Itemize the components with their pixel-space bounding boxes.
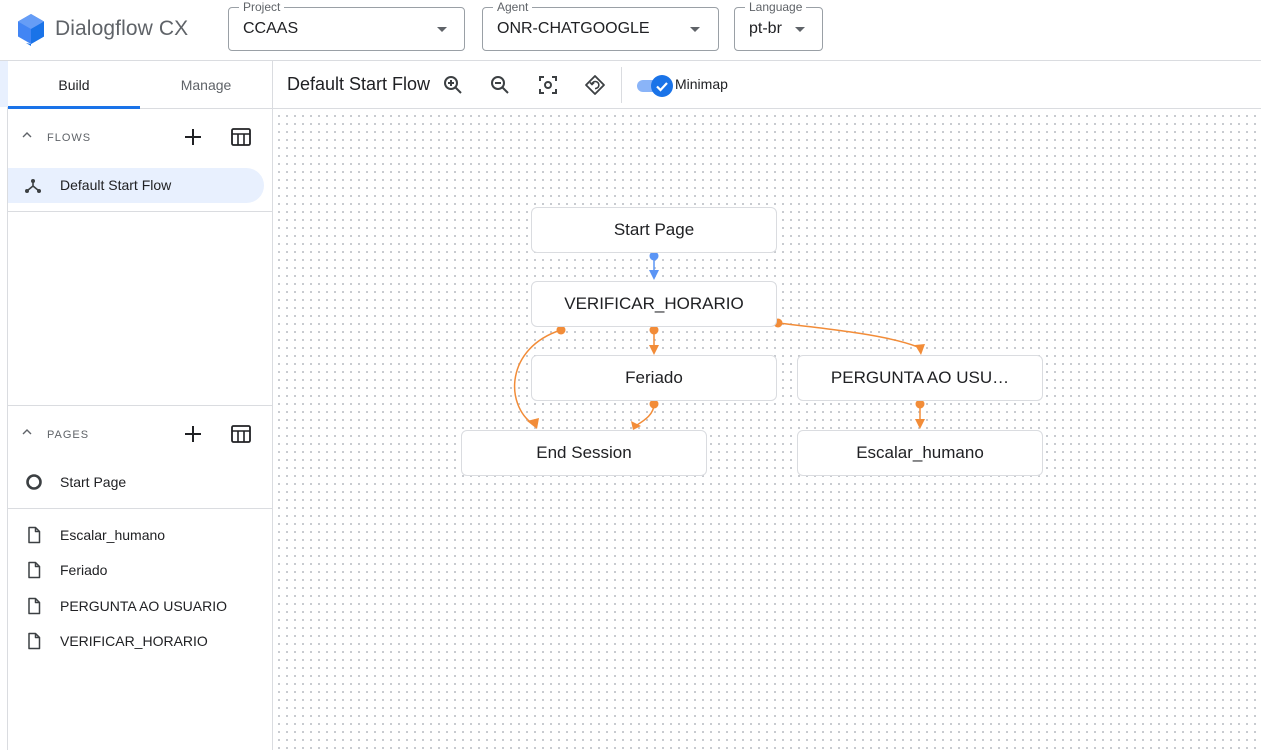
flow-node-end-session[interactable]: End Session	[461, 430, 707, 476]
page-document-icon	[28, 526, 41, 544]
tab-manage[interactable]: Manage	[180, 77, 232, 93]
project-value: CCAAS	[243, 20, 299, 37]
sidebar-item-start-page[interactable]: Start Page	[8, 464, 272, 499]
sidebar-tabs: Build Manage	[8, 61, 272, 109]
page-label: PERGUNTA AO USUARIO	[60, 598, 227, 614]
flow-title: Default Start Flow	[287, 74, 431, 94]
top-bar: Dialogflow CX Project CCAAS Agent ONR-CH…	[0, 0, 1261, 61]
language-label: Language	[745, 0, 807, 14]
chevron-down-icon	[795, 27, 805, 32]
pages-section-header: PAGES	[8, 416, 272, 456]
flow-node-pergunta-ao-usuario[interactable]: PERGUNTA AO USU…	[797, 355, 1043, 401]
left-rail	[0, 61, 8, 750]
left-rail-indicator	[0, 61, 8, 107]
zoom-out-icon[interactable]	[488, 73, 512, 97]
language-value: pt-br	[749, 20, 782, 37]
chevron-down-icon	[690, 27, 700, 32]
flows-table-view-icon[interactable]	[228, 124, 254, 150]
minimap-toggle[interactable]	[635, 75, 673, 97]
flow-node-verificar-horario[interactable]: VERIFICAR_HORARIO	[531, 281, 777, 327]
flow-node-start-page[interactable]: Start Page	[531, 207, 777, 253]
canvas-toolbar: Default Start Flow Minimap	[273, 61, 1261, 109]
start-page-circle-icon	[26, 474, 42, 490]
active-tab-indicator	[8, 106, 140, 109]
page-label: Escalar_humano	[60, 527, 166, 543]
sidebar-item-page[interactable]: VERIFICAR_HORARIO	[8, 623, 272, 658]
app-title: Dialogflow CX	[55, 17, 189, 40]
page-document-icon	[28, 632, 41, 650]
flow-icon	[25, 179, 41, 193]
language-selector[interactable]: Language pt-br	[734, 0, 823, 51]
flow-item-label: Default Start Flow	[60, 177, 172, 193]
project-label: Project	[239, 0, 285, 14]
chevron-up-icon[interactable]	[22, 130, 32, 140]
chevron-down-icon	[437, 27, 447, 32]
fit-view-icon[interactable]	[536, 73, 560, 97]
sidebar-item-page[interactable]: Escalar_humano	[8, 517, 272, 552]
flows-section-title: FLOWS	[47, 132, 92, 144]
divider	[8, 211, 272, 212]
reset-layout-icon[interactable]	[583, 73, 607, 97]
pages-section-title: PAGES	[47, 429, 90, 441]
sidebar-item-page[interactable]: Feriado	[8, 552, 272, 587]
add-flow-button[interactable]	[180, 124, 206, 150]
flow-node-feriado[interactable]: Feriado	[531, 355, 777, 401]
divider	[8, 508, 272, 509]
agent-label: Agent	[493, 0, 533, 14]
toggle-knob	[651, 75, 673, 97]
flow-canvas[interactable]	[273, 110, 1261, 750]
sidebar-item-page[interactable]: PERGUNTA AO USUARIO	[8, 588, 272, 623]
zoom-in-icon[interactable]	[441, 73, 465, 97]
minimap-label: Minimap	[675, 76, 728, 92]
sidebar: Build Manage FLOWS Default Start Flow	[8, 61, 273, 750]
sidebar-item-default-start-flow[interactable]: Default Start Flow	[8, 168, 264, 203]
flows-section-header: FLOWS	[8, 119, 272, 159]
tab-build[interactable]: Build	[58, 77, 90, 93]
page-document-icon	[28, 597, 41, 615]
page-document-icon	[28, 561, 41, 579]
dialogflow-logo-icon	[18, 14, 44, 46]
check-icon	[656, 82, 668, 92]
flow-node-escalar-humano[interactable]: Escalar_humano	[797, 430, 1043, 476]
add-page-button[interactable]	[180, 421, 206, 447]
divider	[8, 405, 272, 406]
page-label: VERIFICAR_HORARIO	[60, 633, 208, 649]
pages-table-view-icon[interactable]	[228, 421, 254, 447]
page-label: Feriado	[60, 562, 108, 578]
chevron-up-icon[interactable]	[22, 427, 32, 437]
project-selector[interactable]: Project CCAAS	[228, 0, 465, 51]
agent-value: ONR-CHATGOOGLE	[497, 20, 650, 37]
toolbar-divider	[621, 67, 622, 103]
agent-selector[interactable]: Agent ONR-CHATGOOGLE	[482, 0, 719, 51]
start-page-label: Start Page	[60, 474, 127, 490]
